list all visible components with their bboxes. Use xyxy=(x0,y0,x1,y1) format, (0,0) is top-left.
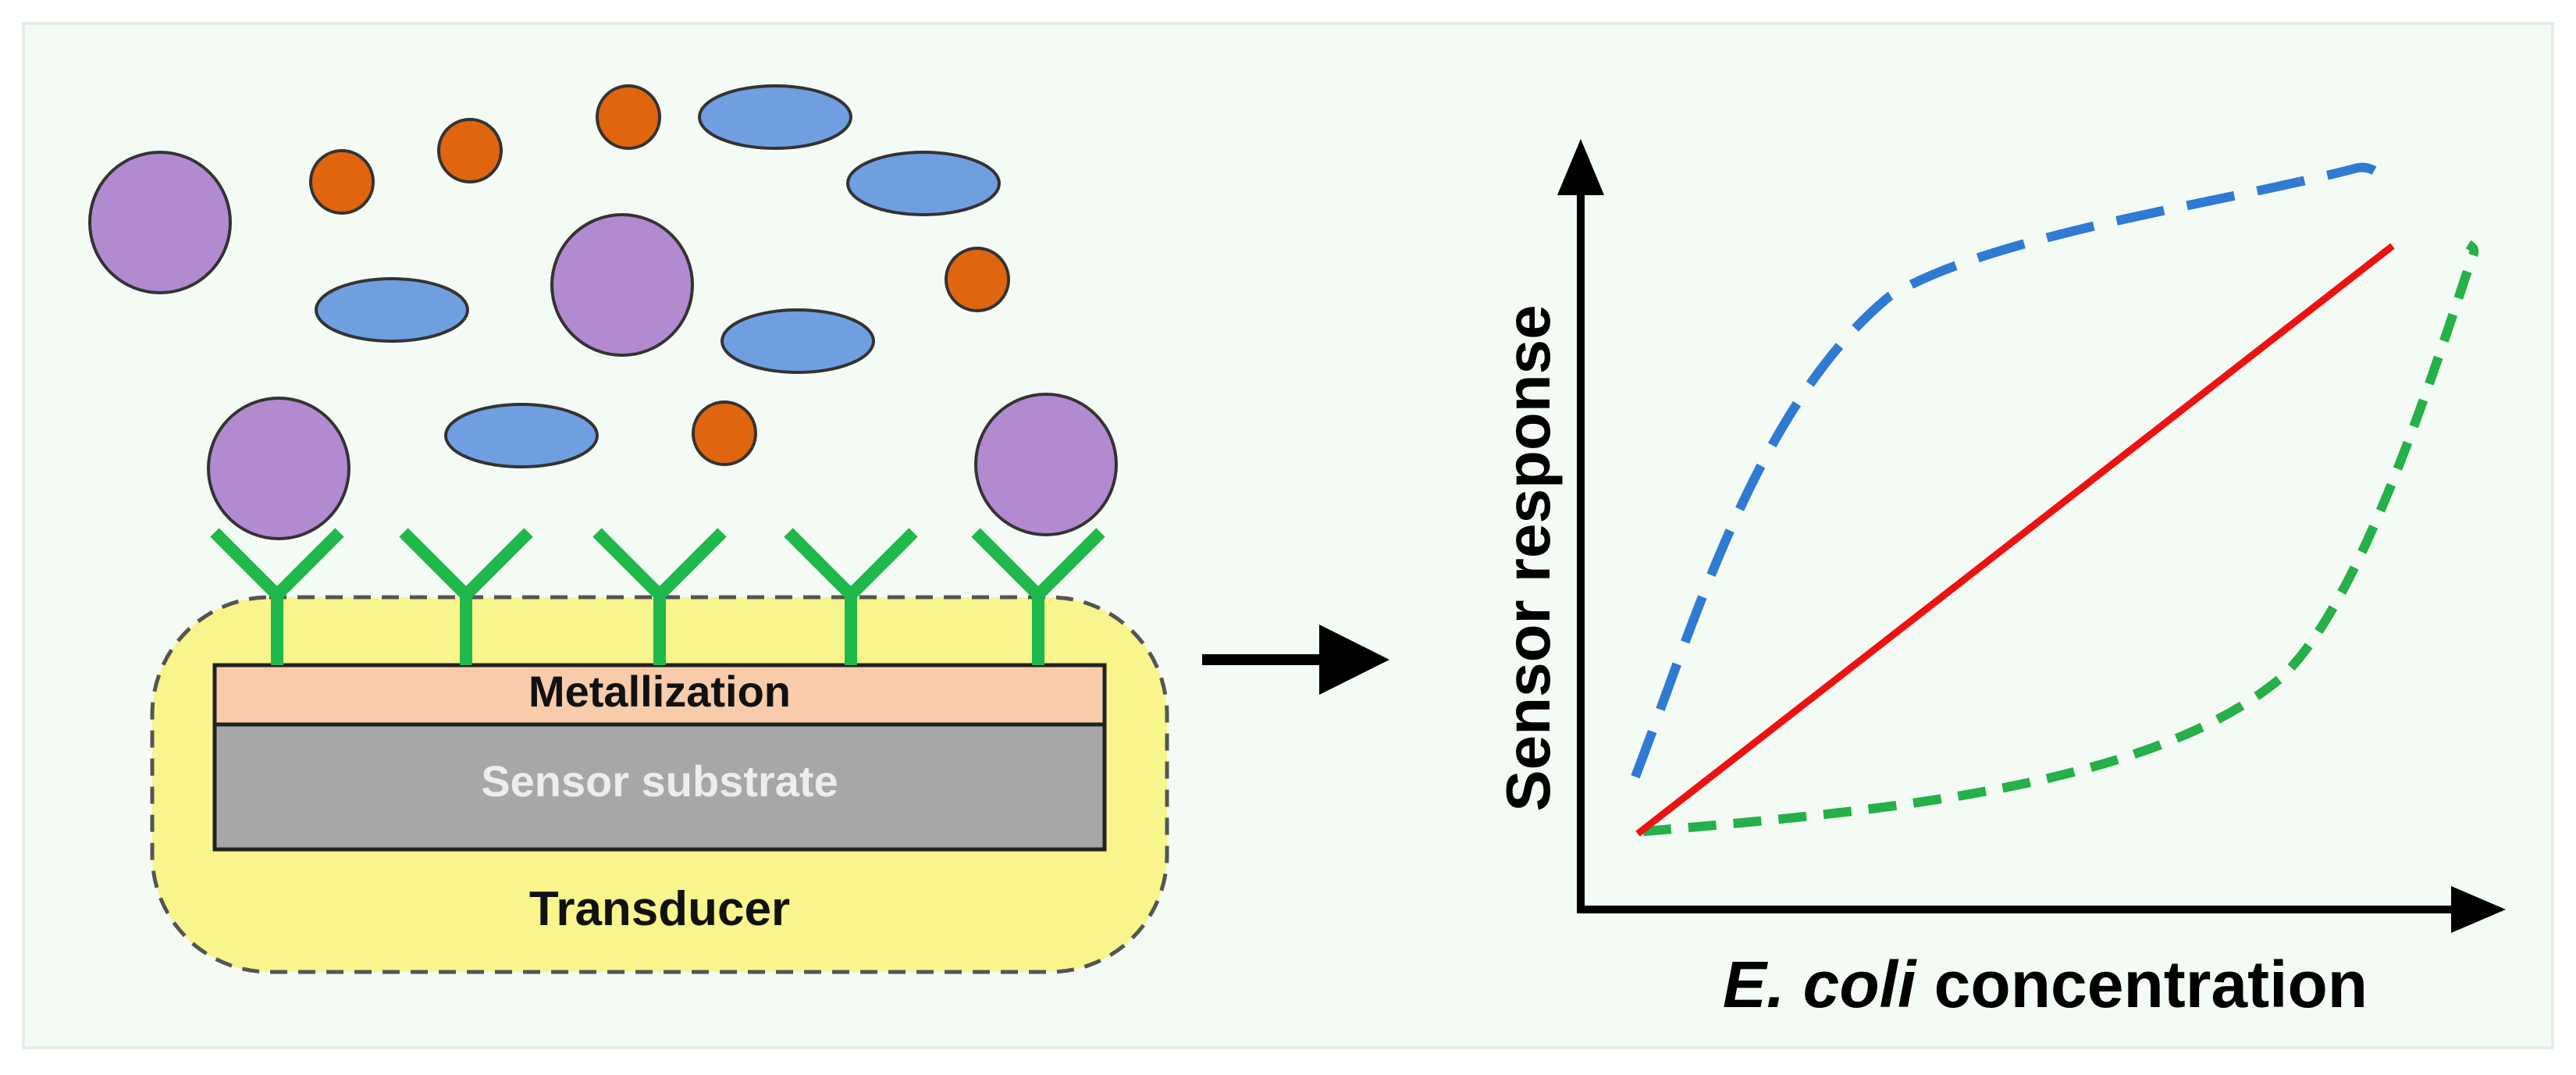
x-axis-label-italic: E. coli xyxy=(1723,948,1917,1021)
exponential-response-curve xyxy=(1642,240,2479,836)
small-particle xyxy=(596,84,661,150)
antibody xyxy=(592,528,727,665)
small-particle xyxy=(437,118,503,183)
antibody xyxy=(210,528,344,665)
rod-bacterium xyxy=(720,308,875,374)
y-axis-label: Sensor response xyxy=(1493,304,1563,811)
x-axis-label: E. coli concentration xyxy=(1723,948,2368,1021)
saturating-response-curve xyxy=(1631,162,2389,779)
large-bacterium xyxy=(974,393,1118,536)
process-arrow xyxy=(1202,625,1389,695)
antibodies xyxy=(210,528,1105,665)
large-bacterium xyxy=(88,151,232,294)
sensor-substrate-label: Sensor substrate xyxy=(481,756,838,806)
large-bacteria xyxy=(88,151,1118,540)
x-axis-arrowhead xyxy=(2451,886,2506,933)
rod-bacterium xyxy=(698,84,852,150)
sensor-substrate-layer xyxy=(212,722,1107,852)
linear-response-line xyxy=(1635,243,2395,837)
x-axis-label-rest: concentration xyxy=(1916,948,2368,1021)
rod-bacteria xyxy=(315,84,1001,468)
rod-bacterium xyxy=(315,277,469,343)
large-bacterium xyxy=(207,397,350,540)
small-particles xyxy=(309,84,1010,466)
rod-bacterium xyxy=(846,151,1001,216)
transducer-label: Transducer xyxy=(529,882,790,936)
metallization-layer xyxy=(212,663,1107,727)
antibody xyxy=(784,528,918,665)
large-bacterium xyxy=(550,213,694,357)
y-axis-arrowhead xyxy=(1557,139,1604,195)
antibody xyxy=(399,528,533,665)
response-chart: Sensor response E. coli concentration xyxy=(1493,139,2506,1021)
metallization-label: Metallization xyxy=(528,667,791,716)
rod-bacterium xyxy=(444,403,599,468)
small-particle xyxy=(945,247,1010,312)
antibody xyxy=(971,528,1105,665)
small-particle xyxy=(692,400,757,466)
small-particle xyxy=(309,149,375,215)
biosensor-diagram: Sensor substrate Metallization Transduce… xyxy=(88,84,1169,974)
